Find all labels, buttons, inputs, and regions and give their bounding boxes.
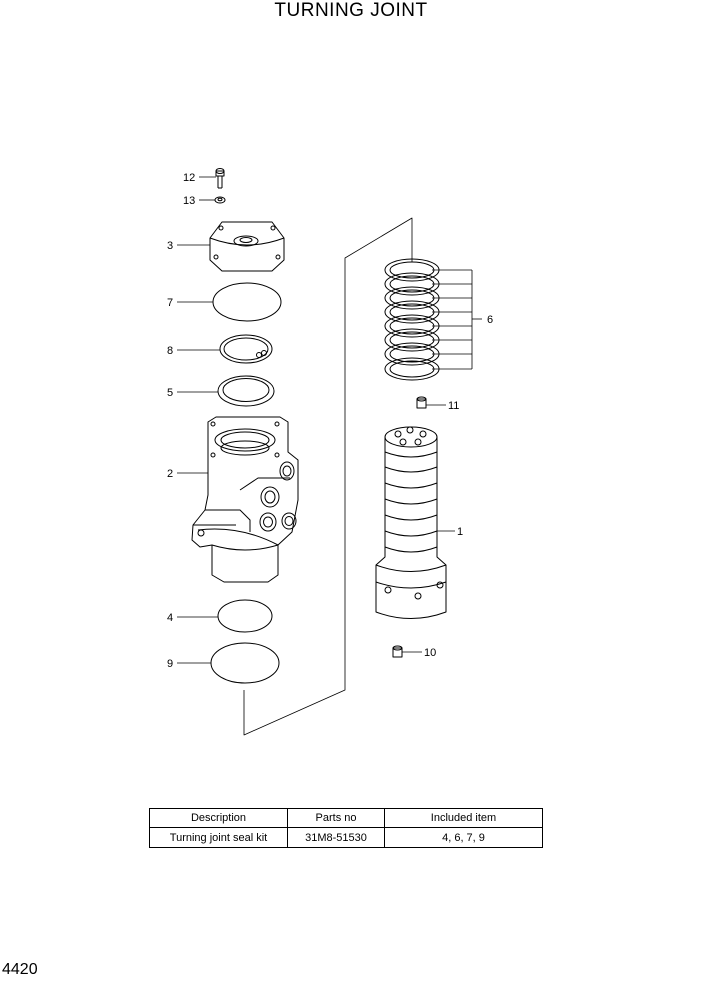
part-2-body	[191, 416, 299, 583]
callout-6: 6	[487, 314, 493, 326]
part-7-o-ring	[212, 282, 282, 322]
callout-8: 8	[167, 345, 173, 357]
callout-9: 9	[167, 658, 173, 670]
page-title: TURNING JOINT	[274, 0, 428, 21]
table-row: Turning joint seal kit 31M8-51530 4, 6, …	[149, 827, 543, 848]
part-8-retaining-ring	[219, 334, 273, 364]
column-header-included-item: Included item	[384, 808, 543, 828]
callout-2: 2	[167, 468, 173, 480]
cell-parts-no: 31M8-51530	[287, 827, 385, 848]
callout-leader-lines	[177, 176, 455, 664]
callout-11: 11	[448, 400, 459, 412]
callout-3: 3	[167, 240, 173, 252]
part-9-o-ring	[210, 642, 280, 684]
callout-12: 12	[183, 172, 195, 184]
callout-1: 1	[457, 526, 463, 538]
part-6-leader-lines	[432, 269, 482, 370]
part-12-bolt	[215, 168, 225, 189]
column-header-description: Description	[149, 808, 288, 828]
part-5-backup-ring	[217, 375, 275, 407]
part-10-plug	[392, 645, 403, 658]
callout-5: 5	[167, 387, 173, 399]
assembly-guide-lines	[243, 217, 413, 736]
cell-included-item: 4, 6, 7, 9	[384, 827, 543, 848]
part-6-slipper-seals	[384, 258, 440, 381]
table-header-row: Description Parts no Included item	[149, 808, 543, 828]
callout-labels: 12 13 3 7 8 5 2 4 9 6 11 1 10	[167, 172, 493, 670]
part-11-plug	[416, 396, 427, 409]
part-3-cover	[209, 221, 285, 272]
seal-kit-table: Description Parts no Included item Turni…	[149, 808, 543, 848]
callout-7: 7	[167, 297, 173, 309]
part-4-o-ring	[217, 599, 273, 633]
part-13-washer	[214, 196, 226, 204]
column-header-parts-no: Parts no	[287, 808, 385, 828]
callout-13: 13	[183, 195, 195, 207]
cell-description: Turning joint seal kit	[149, 827, 288, 848]
callout-10: 10	[424, 647, 436, 659]
part-1-shaft	[375, 426, 447, 619]
callout-4: 4	[167, 612, 173, 624]
page-number: 4420	[2, 961, 38, 978]
